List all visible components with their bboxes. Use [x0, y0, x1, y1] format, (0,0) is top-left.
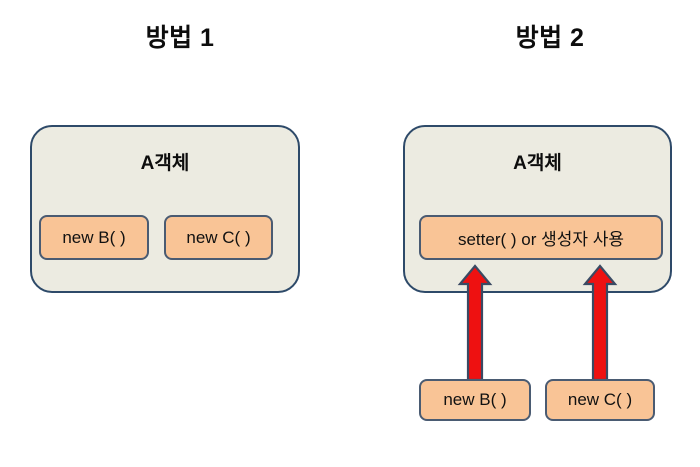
arrow-up-left-icon — [457, 264, 493, 382]
panel-title-method-1: 방법 1 — [145, 24, 215, 52]
arrow-up-right-icon — [582, 264, 618, 382]
container-a-object-method-1: A객체 new B( ) new C( ) — [30, 125, 300, 293]
box-new-b-external: new B( ) — [419, 379, 531, 421]
container-a-object-method-2: A객체 setter( ) or 생성자 사용 — [403, 125, 672, 293]
panel-title-method-2: 방법 2 — [515, 24, 585, 52]
box-new-c-inside-a: new C( ) — [164, 215, 273, 260]
container-label-a-object-right: A객체 — [513, 153, 562, 174]
box-new-c-external: new C( ) — [545, 379, 655, 421]
box-setter-or-constructor: setter( ) or 생성자 사용 — [419, 215, 663, 260]
container-label-a-object-left: A객체 — [140, 153, 190, 174]
box-new-b-inside-a: new B( ) — [39, 215, 149, 260]
